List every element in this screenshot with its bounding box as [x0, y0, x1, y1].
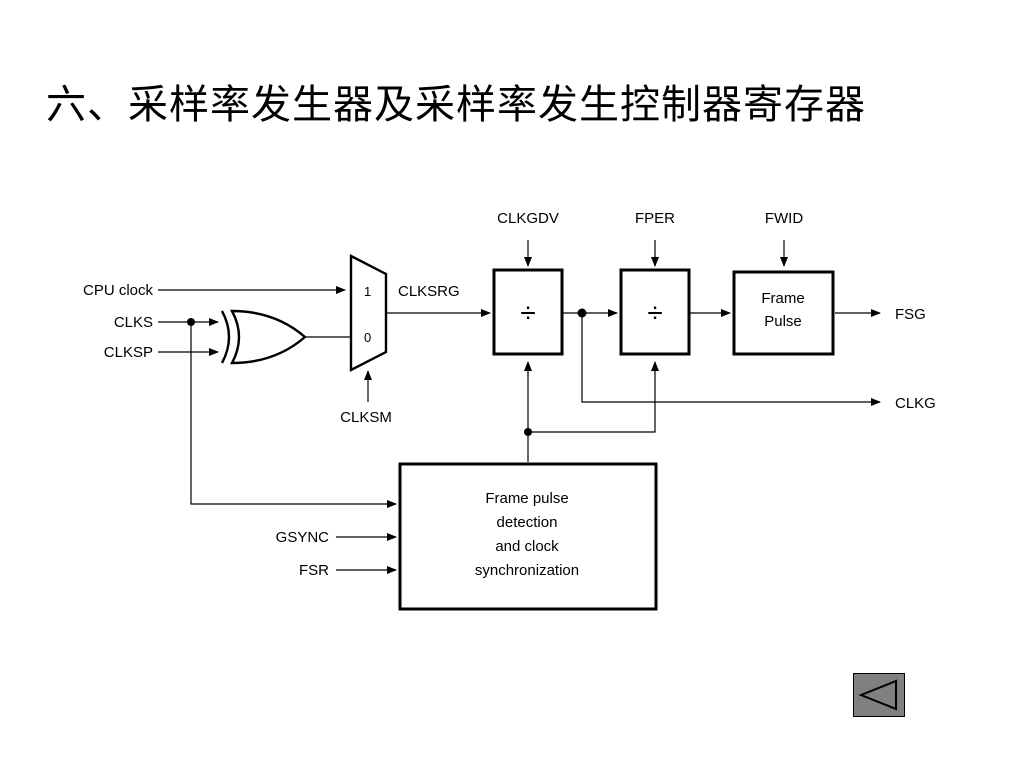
back-button[interactable] [853, 673, 905, 717]
clkg-label: CLKG [895, 395, 936, 412]
clks-sync-wire [190, 322, 397, 508]
clksrg-label: CLKSRG [398, 283, 460, 300]
sync-junction-dot [524, 428, 532, 436]
fper-label: FPER [635, 210, 675, 227]
fwid-label: FWID [765, 210, 803, 227]
mux-input-1-label: 1 [364, 284, 371, 299]
clkg-wire [581, 313, 881, 406]
sync-block-line2: detection [497, 514, 558, 531]
xor-gate [220, 309, 307, 365]
slide-title: 六、采样率发生器及采样率发生控制器寄存器 [46, 82, 866, 128]
frame-pulse-label-line1: Frame [761, 290, 804, 307]
gsync-label: GSYNC [276, 529, 330, 546]
frame-sync-block [398, 462, 658, 611]
sync-block-line1: Frame pulse [485, 490, 568, 507]
fsr-label: FSR [299, 562, 329, 579]
clksp-label: CLKSP [104, 344, 153, 361]
cpu-clock-label: CPU clock [83, 282, 154, 299]
triangle-left-icon [858, 679, 897, 711]
clks-junction-dot [187, 318, 195, 326]
mux-input-0-label: 0 [364, 330, 371, 345]
frame-pulse-label-line2: Pulse [764, 313, 802, 330]
fper-divider-symbol: ÷ [647, 297, 662, 328]
clock-mux [349, 254, 388, 372]
clksm-label: CLKSM [340, 409, 392, 426]
clkg-junction-dot [577, 308, 587, 318]
frame-pulse-box [732, 270, 835, 356]
clkgdv-divider-symbol: ÷ [520, 297, 535, 328]
fsg-label: FSG [895, 306, 926, 323]
fper-divider-box [619, 268, 691, 356]
sync-to-divider2-wire [528, 361, 659, 433]
clkgdv-divider-box [492, 268, 564, 356]
clkgdv-label: CLKGDV [497, 210, 559, 227]
sync-block-line3: and clock [495, 538, 559, 555]
clks-label: CLKS [114, 314, 153, 331]
sync-block-line4: synchronization [475, 562, 579, 579]
